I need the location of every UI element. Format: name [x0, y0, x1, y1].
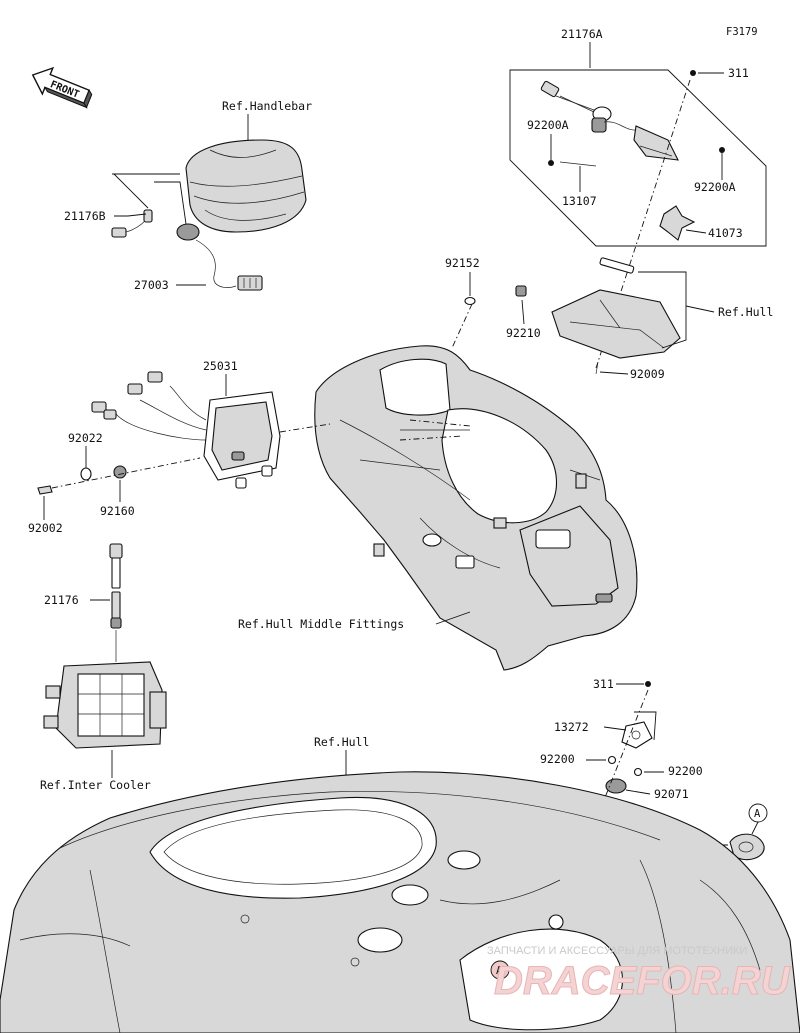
- sensor-21176: [109, 543, 123, 629]
- nut-311-top: [690, 70, 696, 76]
- label-92022: 92022: [68, 431, 103, 445]
- hull-bracket: [551, 257, 681, 359]
- callout-a-2: A: [496, 965, 503, 977]
- label-ref-inter-cooler: Ref.Inter Cooler: [40, 778, 151, 792]
- inter-cooler: [43, 661, 167, 749]
- label-41073: 41073: [708, 226, 743, 240]
- watermark-line1: ЗАПЧАСТИ И АКСЕССУАРЫ ДЛЯ МОТОТЕХНИКИ: [487, 945, 747, 957]
- label-ref-handlebar: Ref.Handlebar: [222, 99, 312, 113]
- meter-25031: [91, 371, 281, 489]
- hull-middle-fittings: [314, 345, 638, 671]
- label-92210: 92210: [506, 326, 541, 340]
- label-25031: 25031: [203, 359, 238, 373]
- label-ref-hull-middle: Ref.Hull Middle Fittings: [238, 617, 404, 631]
- label-92160: 92160: [100, 504, 135, 518]
- sensor-cable-assembly: [540, 80, 679, 161]
- label-92200-right: 92200: [668, 764, 703, 778]
- hull: [0, 771, 800, 1033]
- label-92002: 92002: [28, 521, 63, 535]
- knob-41073: [659, 205, 696, 241]
- handlebar-cover: [185, 139, 307, 233]
- label-92200A-right: 92200A: [694, 180, 736, 194]
- label-92200A-left: 92200A: [527, 118, 569, 132]
- cap-13280: [729, 833, 765, 861]
- label-ref-hull-bottom: Ref.Hull: [314, 735, 369, 749]
- callout-a-1: A: [754, 808, 761, 820]
- figure-code: F3179: [726, 26, 758, 38]
- label-311-top: 311: [728, 66, 749, 80]
- watermark-line2: DRACEFOR.RU: [494, 959, 791, 1003]
- grommet-92071: [605, 778, 627, 794]
- label-13107: 13107: [562, 194, 597, 208]
- switch-harness: [111, 209, 263, 291]
- label-ref-hull-top: Ref.Hull: [718, 305, 773, 319]
- label-92200-left: 92200: [540, 752, 575, 766]
- label-27003: 27003: [134, 278, 169, 292]
- label-21176: 21176: [44, 593, 79, 607]
- label-311-bottom: 311: [593, 677, 614, 691]
- label-92152: 92152: [445, 256, 480, 270]
- label-13272: 13272: [554, 720, 589, 734]
- front-arrow-icon: FRONT: [31, 66, 93, 109]
- plate-13272: [621, 721, 653, 749]
- label-92071: 92071: [654, 787, 689, 801]
- label-92009: 92009: [630, 367, 665, 381]
- label-21176A: 21176A: [561, 27, 603, 41]
- label-21176B: 21176B: [64, 209, 106, 223]
